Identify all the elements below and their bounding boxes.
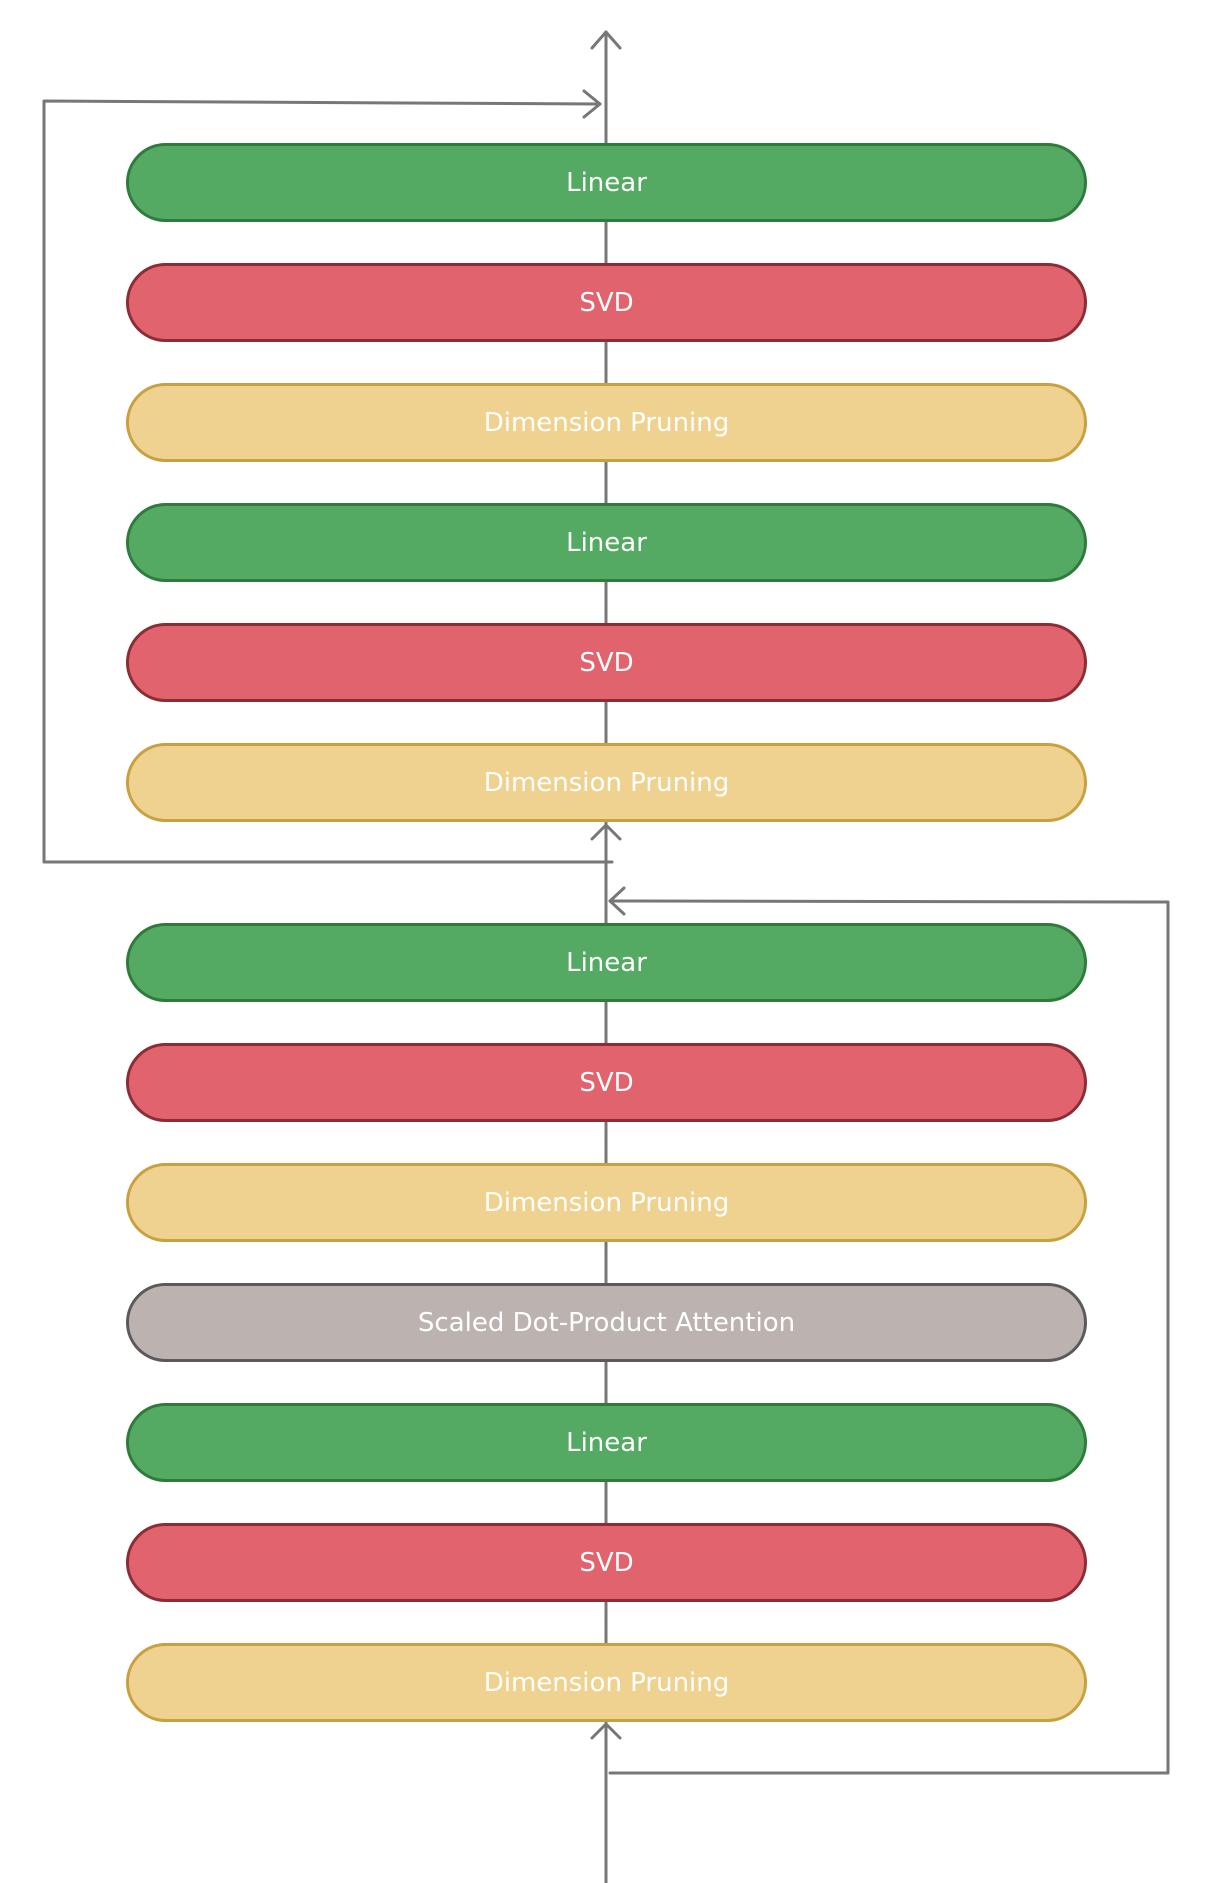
lower-residual-arrowhead	[608, 886, 626, 916]
output-arrowhead	[590, 30, 622, 50]
block-scaled-dot-product-attention: Scaled Dot-Product Attention	[126, 1283, 1087, 1362]
upper-residual-line	[42, 99, 614, 864]
block-linear: Linear	[126, 1403, 1087, 1482]
block-dimension-pruning: Dimension Pruning	[126, 383, 1087, 462]
block-linear: Linear	[126, 923, 1087, 1002]
block-svd: SVD	[126, 263, 1087, 342]
block-dimension-pruning: Dimension Pruning	[126, 1643, 1087, 1722]
lower-residual-line	[608, 899, 1170, 1775]
upper-input-arrowhead	[590, 823, 622, 841]
block-svd: SVD	[126, 1523, 1087, 1602]
block-linear: Linear	[126, 503, 1087, 582]
upper-residual-arrowhead	[582, 89, 602, 119]
block-svd: SVD	[126, 623, 1087, 702]
block-dimension-pruning: Dimension Pruning	[126, 1163, 1087, 1242]
block-dimension-pruning: Dimension Pruning	[126, 743, 1087, 822]
block-linear: Linear	[126, 143, 1087, 222]
block-svd: SVD	[126, 1043, 1087, 1122]
lower-input-arrowhead	[590, 1722, 622, 1740]
